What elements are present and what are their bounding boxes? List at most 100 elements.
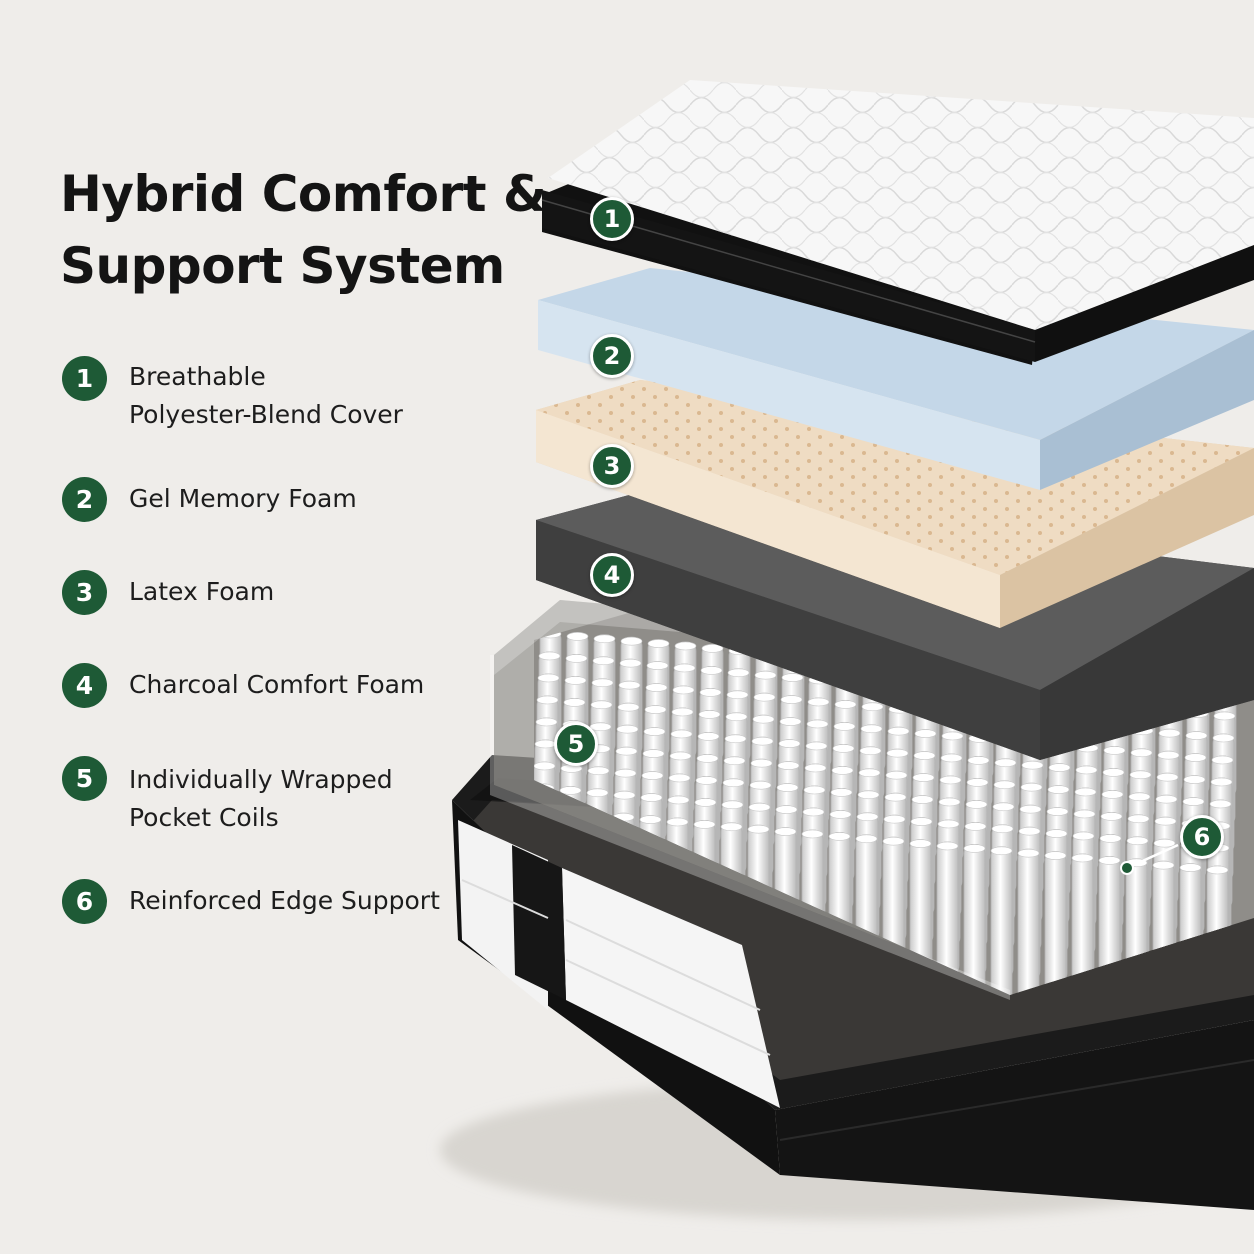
pocket-coil-top bbox=[618, 680, 641, 690]
pocket-coil-top bbox=[614, 768, 637, 778]
pocket-coil-top bbox=[860, 724, 883, 734]
pocket-coil-top bbox=[777, 761, 800, 770]
pocket-coil-top bbox=[647, 639, 670, 648]
pocket-coil-top bbox=[993, 780, 1016, 790]
pocket-coil-top bbox=[913, 751, 936, 760]
legend-label: Reinforced Edge Support bbox=[129, 886, 440, 915]
pocket-coil-top bbox=[776, 783, 799, 792]
pocket-coil-top bbox=[536, 695, 559, 705]
pocket-coil-top bbox=[1209, 799, 1232, 809]
pocket-coil-top bbox=[940, 753, 963, 763]
pocket-coil-top bbox=[936, 841, 959, 851]
pocket-coil-top bbox=[1103, 746, 1126, 755]
pocket-coil-top bbox=[615, 746, 638, 756]
pocket-coil-top bbox=[748, 802, 771, 812]
pocket-coil-top bbox=[858, 768, 881, 778]
pocket-coil-top bbox=[587, 766, 610, 776]
pocket-coil-top bbox=[884, 792, 907, 802]
pocket-coil-top bbox=[914, 729, 937, 738]
pocket-coil-top bbox=[1157, 750, 1180, 760]
edge-support-leader bbox=[1120, 843, 1179, 875]
pocket-coil-top bbox=[882, 836, 905, 846]
pocket-coil-top bbox=[802, 807, 825, 817]
pocket-coil-top bbox=[1185, 731, 1208, 740]
pocket-coil-top bbox=[613, 790, 636, 800]
pocket-coil-top bbox=[775, 805, 798, 814]
title-line-1: Hybrid Comfort & bbox=[60, 165, 547, 223]
pocket-coil-top bbox=[1127, 814, 1150, 824]
pocket-coil-top bbox=[725, 712, 748, 722]
pocket-coil-top bbox=[937, 819, 960, 829]
pocket-coil-top bbox=[747, 824, 770, 834]
pocket-coil-top bbox=[640, 793, 663, 802]
pocket-coil-top bbox=[832, 744, 855, 753]
pocket-coil bbox=[1017, 848, 1040, 995]
pocket-coil-top bbox=[674, 641, 697, 651]
legend-label: Gel Memory Foam bbox=[129, 484, 357, 513]
pocket-coil-top bbox=[1126, 836, 1149, 846]
pocket-coil-top bbox=[643, 727, 666, 736]
pocket-coil-top bbox=[1153, 838, 1176, 848]
pocket-coil-top bbox=[804, 763, 827, 773]
pocket-coil-top bbox=[830, 788, 853, 797]
pocket-coil-top bbox=[1045, 829, 1068, 838]
pocket-coil-top bbox=[806, 719, 829, 729]
pocket-coil bbox=[990, 846, 1013, 995]
pocket-coil-top bbox=[1020, 782, 1043, 792]
pocket-coil-top bbox=[857, 790, 880, 800]
pocket-coil-top bbox=[751, 736, 774, 746]
pocket-coil-top bbox=[701, 644, 724, 653]
pocket-coil-top bbox=[834, 700, 857, 709]
pocket-coil-top bbox=[1047, 785, 1070, 794]
pocket-coil-top bbox=[726, 690, 749, 700]
pocket-coil-top bbox=[833, 722, 856, 731]
pocket-coil-top bbox=[828, 832, 851, 841]
pocket-coil-top bbox=[856, 812, 879, 822]
pocket-coil-top bbox=[720, 822, 743, 832]
pocket-coil-top bbox=[642, 749, 665, 758]
pocket-coil-top bbox=[991, 824, 1014, 834]
pocket-coil-top bbox=[1130, 748, 1153, 758]
legend-label: Individually Wrapped Pocket Coils bbox=[129, 765, 393, 832]
pocket-coil-top bbox=[669, 751, 692, 761]
callout-badge-3: 3 bbox=[590, 444, 634, 488]
pocket-coil-top bbox=[670, 729, 693, 739]
pocket-coil-top bbox=[883, 814, 906, 824]
pocket-coil-top bbox=[966, 778, 989, 787]
pocket-coil-top bbox=[1017, 848, 1040, 858]
pocket-coil-top bbox=[992, 802, 1015, 812]
pocket-coil-top bbox=[803, 785, 826, 795]
pocket-coil-top bbox=[990, 846, 1013, 856]
number-badge: 6 bbox=[62, 879, 107, 924]
pocket-coil-top bbox=[774, 827, 797, 836]
legend-label: Latex Foam bbox=[129, 577, 275, 606]
legend-label: Charcoal Comfort Foam bbox=[129, 670, 425, 699]
pocket-coil-top bbox=[1071, 853, 1094, 863]
pocket-coil-top bbox=[1211, 755, 1234, 765]
pocket-coil-top bbox=[593, 634, 616, 644]
pocket-coil-top bbox=[941, 731, 964, 741]
pocket-coil-top bbox=[967, 756, 990, 765]
legend-label: Breathable Polyester-Blend Cover bbox=[129, 362, 403, 429]
pocket-coil-top bbox=[1019, 804, 1042, 814]
pocket-coil-top bbox=[886, 748, 909, 758]
pocket-coil-top bbox=[1156, 772, 1179, 782]
pocket-coil-top bbox=[807, 697, 830, 707]
pocket-coil-top bbox=[645, 683, 668, 692]
pocket-coil-top bbox=[646, 661, 669, 670]
pocket-coil-top bbox=[753, 692, 776, 702]
pocket-coil-top bbox=[1152, 860, 1175, 870]
pocket-coil-top bbox=[1072, 831, 1095, 841]
pocket-coil-top bbox=[801, 829, 824, 839]
pocket-coil-top bbox=[781, 673, 804, 682]
pocket-coil-top bbox=[1074, 787, 1097, 797]
pocket-coil-top bbox=[910, 817, 933, 826]
pocket-coil-top bbox=[859, 746, 882, 756]
pocket-coil-top bbox=[695, 776, 718, 785]
pocket-coil-top bbox=[617, 702, 640, 712]
pocket-coil-top bbox=[700, 666, 723, 675]
pocket-coil-top bbox=[693, 820, 716, 829]
pocket-coil-top bbox=[559, 786, 582, 795]
pocket-coil-top bbox=[855, 834, 878, 844]
